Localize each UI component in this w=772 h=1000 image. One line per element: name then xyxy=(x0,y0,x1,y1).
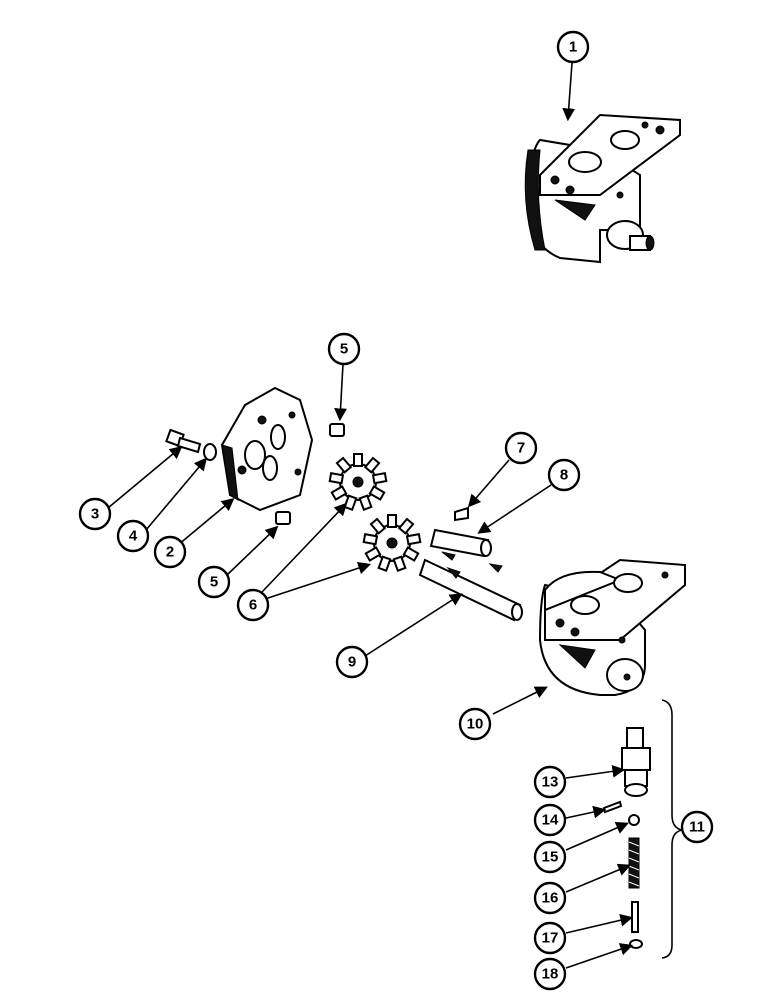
callout-11: 11 xyxy=(680,810,714,844)
callout-16: 16 xyxy=(533,881,567,915)
svg-text:4: 4 xyxy=(129,528,138,545)
svg-text:5: 5 xyxy=(210,574,218,591)
svg-text:13: 13 xyxy=(542,774,559,791)
callout-9: 9 xyxy=(335,645,369,679)
svg-text:11: 11 xyxy=(689,819,705,836)
svg-text:9: 9 xyxy=(348,654,356,671)
washer-drawing xyxy=(203,443,217,461)
callout-1: 1 xyxy=(556,30,590,64)
svg-text:10: 10 xyxy=(467,716,484,733)
ball-drawing xyxy=(628,814,640,826)
pin-drawing xyxy=(602,800,623,814)
valve-fitting-drawing xyxy=(621,727,651,797)
group-bracket xyxy=(661,699,683,959)
pump-assembly-drawing xyxy=(524,113,681,264)
gear-upper-drawing xyxy=(328,453,388,511)
plug-drawing xyxy=(629,939,643,949)
svg-text:15: 15 xyxy=(542,849,559,866)
idler-shaft-drawing xyxy=(429,528,503,573)
callout-14: 14 xyxy=(533,803,567,837)
svg-text:5: 5 xyxy=(340,341,348,358)
dowel-pin-lower-drawing xyxy=(275,511,291,525)
gear-lower-drawing xyxy=(362,514,422,572)
svg-text:7: 7 xyxy=(517,440,525,457)
svg-text:1: 1 xyxy=(569,39,577,56)
callout-15: 15 xyxy=(533,840,567,874)
svg-text:3: 3 xyxy=(91,506,99,523)
callout-13: 13 xyxy=(533,765,567,799)
svg-text:18: 18 xyxy=(542,966,559,983)
svg-text:16: 16 xyxy=(542,890,559,907)
callout-8: 8 xyxy=(547,458,581,492)
svg-text:8: 8 xyxy=(560,467,568,484)
pump-body-drawing xyxy=(538,558,686,696)
key-drawing xyxy=(454,506,469,522)
svg-text:17: 17 xyxy=(542,930,559,947)
callout-10: 10 xyxy=(458,707,492,741)
callout-17: 17 xyxy=(533,921,567,955)
spring-drawing xyxy=(628,837,640,889)
callout-5-upper: 5 xyxy=(327,332,361,366)
callout-3: 3 xyxy=(78,497,112,531)
dowel-pin-upper-drawing xyxy=(329,423,345,437)
callout-6: 6 xyxy=(236,588,270,622)
leader-lines xyxy=(107,62,634,969)
callout-18: 18 xyxy=(533,957,567,991)
callout-2: 2 xyxy=(153,535,187,569)
bolt-drawing xyxy=(165,428,202,454)
callout-7: 7 xyxy=(504,431,538,465)
callout-5-lower: 5 xyxy=(197,565,231,599)
cover-plate-drawing xyxy=(220,386,314,512)
svg-text:14: 14 xyxy=(542,812,559,829)
callout-4: 4 xyxy=(116,519,150,553)
svg-text:2: 2 xyxy=(166,544,174,561)
svg-text:6: 6 xyxy=(249,597,257,614)
drive-shaft-drawing xyxy=(418,558,523,622)
plunger-drawing xyxy=(631,901,639,933)
